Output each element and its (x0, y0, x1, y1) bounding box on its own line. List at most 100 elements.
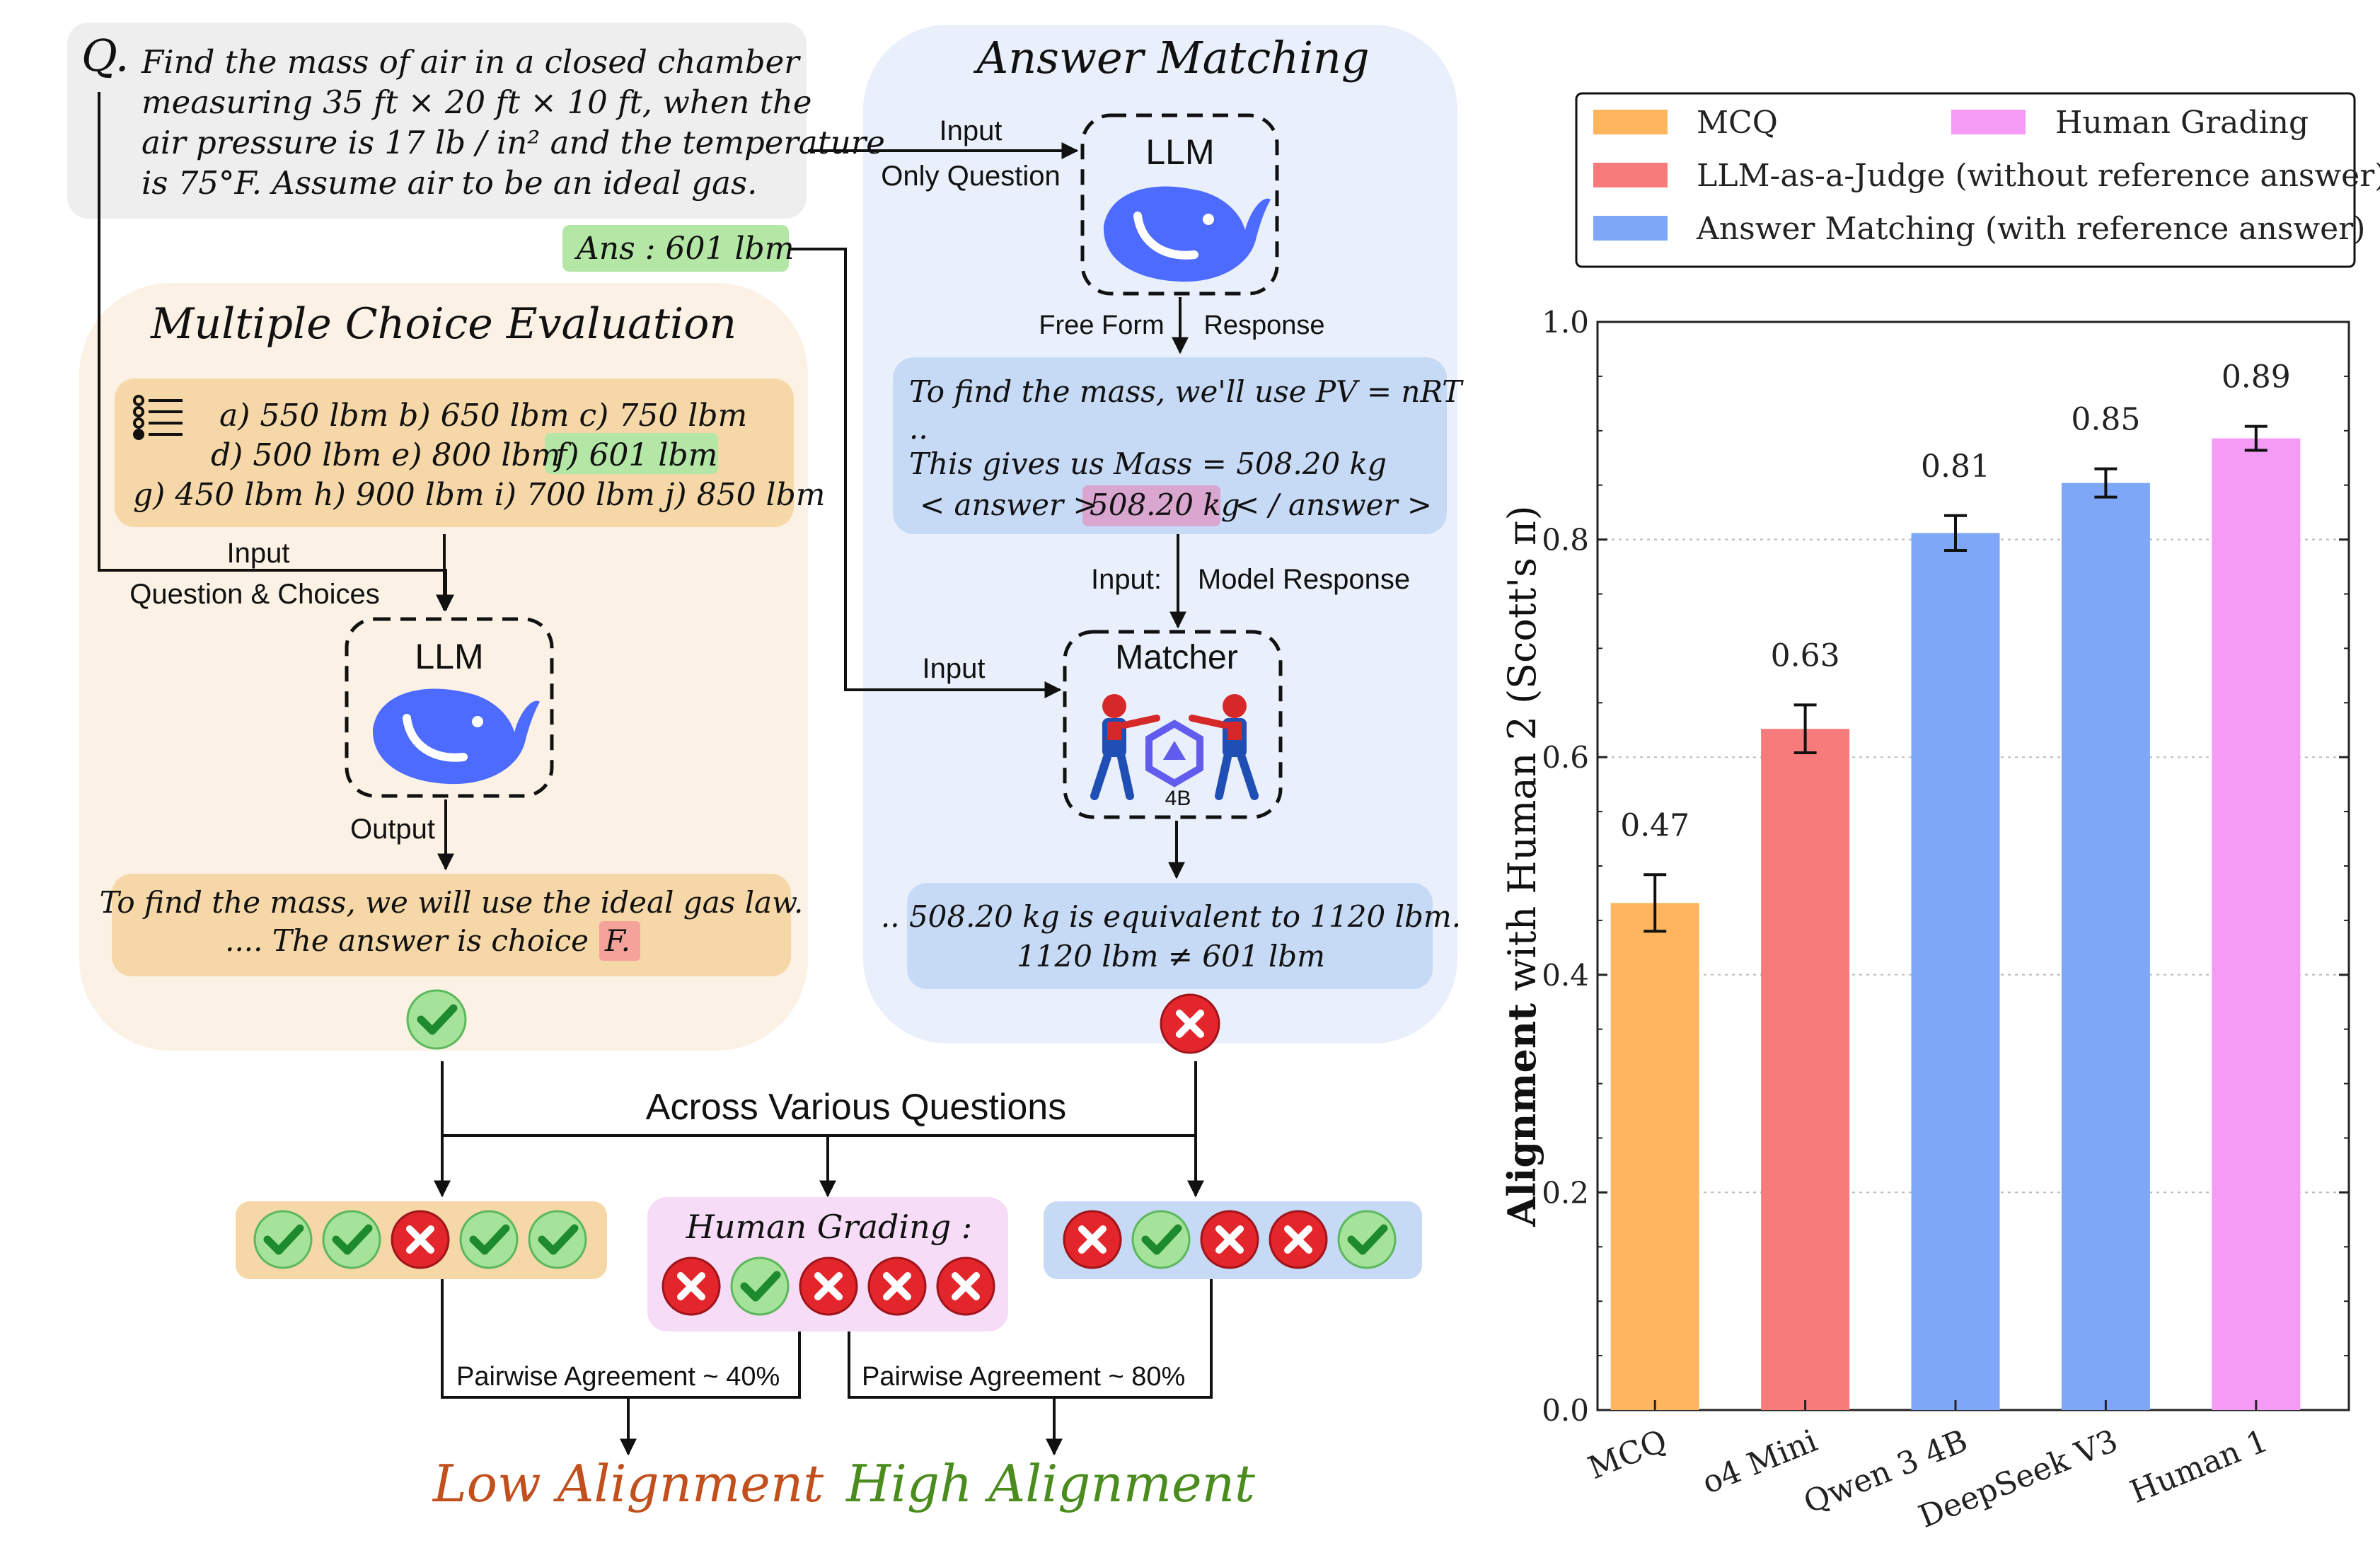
mcq-title: Multiple Choice Evaluation (150, 299, 736, 349)
cross-icon (936, 1257, 995, 1316)
check-icon (1337, 1210, 1397, 1269)
y-axis-label: Alignment with Human 2 (Scott's π) (1499, 505, 1544, 1227)
whale-logo-icon (372, 688, 540, 785)
qwen-logo-icon (1145, 720, 1203, 787)
chart-legend: MCQ Human Grading LLM-as-a-Judge (withou… (1575, 92, 2380, 268)
am-llm-box (1080, 113, 1279, 296)
cross-icon (1063, 1210, 1122, 1269)
cross-icon (662, 1257, 721, 1316)
legend-label-human: Human Grading (2055, 105, 2309, 141)
legend-swatch-mcq (1593, 110, 1668, 134)
human-grading-label: Human Grading : (686, 1208, 973, 1246)
x-tick-label: MCQ (1583, 1423, 1673, 1486)
question-line-2: measuring 35 ft × 20 ft × 10 ft, when th… (141, 83, 811, 121)
check-icon (253, 1210, 313, 1269)
value-label: 0.89 (2222, 359, 2291, 395)
matcher-input-label: Input (923, 653, 986, 684)
resp-line-1: To find the mass, we'll use PV = nRT (909, 374, 1464, 409)
mcq-input-label: Input (227, 538, 290, 569)
connector-arrows (98, 92, 1213, 1456)
resp-line-4a: < answer > (920, 487, 1098, 522)
matcher-label: Matcher (1115, 639, 1237, 676)
choices-line-2b: f) 601 lbm (553, 437, 717, 473)
pairwise-high-label: Pairwise Agreement ~ 80% (862, 1362, 1185, 1392)
correct-choice-highlight (545, 433, 718, 474)
cross-icon (1200, 1210, 1259, 1269)
question-prefix: Q. (81, 30, 129, 81)
bar (1911, 533, 2000, 1410)
cross-icon (799, 1257, 858, 1316)
question-line-3: air pressure is 17 lb / in² and the temp… (141, 124, 885, 161)
pointing-figures-icon (1090, 694, 1259, 800)
check-icon (730, 1257, 790, 1316)
value-label: 0.81 (1921, 449, 1990, 485)
model-response-label: Model Response (1198, 564, 1410, 595)
am-result-box (907, 883, 1433, 989)
response-answer-highlight (1082, 485, 1220, 526)
bar (2212, 438, 2301, 1411)
legend-label-am: Answer Matching (with reference answer) (1696, 211, 2365, 247)
mcq-check-icon (406, 989, 467, 1050)
check-icon (459, 1210, 519, 1269)
am-response-box (893, 357, 1447, 534)
am-marks-row (1063, 1210, 1397, 1269)
y-tick-label: 0.6 (1542, 740, 1589, 775)
mcq-llm-label: LLM (415, 637, 483, 676)
low-alignment-label: Low Alignment (432, 1454, 824, 1513)
cross-icon (1269, 1210, 1328, 1269)
check-icon (1131, 1210, 1191, 1269)
y-tick-label: 1.0 (1542, 305, 1589, 340)
am-cross-icon (1160, 993, 1220, 1054)
mcq-answer-highlight (599, 921, 640, 961)
am-title: Answer Matching (973, 32, 1369, 83)
am-llm-label: LLM (1145, 132, 1214, 172)
result-line-1: .. 508.20 kg is equivalent to 1120 lbm. (881, 899, 1461, 934)
mcq-marks-row (253, 1210, 587, 1269)
result-line-2: 1120 lbm ≠ 601 lbm (1017, 939, 1325, 974)
check-icon (528, 1210, 587, 1269)
question-box (67, 23, 807, 219)
answer-tag-bg (562, 225, 789, 272)
value-label: 0.63 (1771, 637, 1840, 674)
resp-line-4b: < / answer > (1235, 487, 1432, 522)
y-tick-label: 0.0 (1542, 1393, 1589, 1428)
legend-label-mcq: MCQ (1697, 105, 1778, 141)
mcq-output-label: Output (350, 814, 435, 845)
am-input-sublabel: Only Question (881, 161, 1060, 192)
bar (1610, 903, 1699, 1410)
resp-line-3: This gives us Mass = 508.20 kg (909, 446, 1387, 481)
check-icon (322, 1210, 381, 1269)
mcq-input-sublabel: Question & Choices (129, 579, 380, 610)
matcher-size: 4B (1165, 787, 1191, 810)
input-model-label: Input: (1091, 564, 1162, 595)
list-icon (133, 395, 183, 440)
x-tick-label: Human 1 (2125, 1423, 2273, 1511)
legend-frame (1575, 92, 2356, 268)
mcq-output-line-1: To find the mass, we will use the ideal … (100, 885, 804, 920)
choices-line-3: g) 450 lbm h) 900 lbm i) 700 lbm j) 850 … (133, 477, 826, 513)
resp-line-2: .. (909, 411, 928, 446)
cross-icon (391, 1210, 450, 1269)
value-label: 0.85 (2071, 402, 2140, 438)
legend-swatch-am (1593, 216, 1668, 241)
bar (2061, 483, 2150, 1410)
free-form-label: Free Form (1039, 311, 1164, 340)
question-line-1: Find the mass of air in a closed chamber (141, 43, 801, 81)
legend-label-judge: LLM-as-a-Judge (without reference answer… (1697, 158, 2380, 194)
value-label: 0.47 (1620, 807, 1689, 843)
mcq-output-choice: F. (604, 923, 630, 958)
am-input-label: Input (940, 115, 1003, 146)
bar (1761, 729, 1850, 1410)
legend-swatch-human (1951, 110, 2026, 134)
question-line-4: is 75°F. Assume air to be an ideal gas. (141, 164, 757, 202)
response-label: Response (1203, 311, 1324, 340)
matcher-box (1063, 630, 1283, 819)
choices-line-1: a) 550 lbm b) 650 lbm c) 750 lbm (219, 398, 747, 434)
legend-swatch-judge (1593, 163, 1668, 187)
y-tick-label: 0.4 (1542, 958, 1589, 993)
y-tick-label: 0.2 (1542, 1175, 1589, 1210)
choices-line-2a: d) 500 lbm e) 800 lbm (211, 437, 560, 473)
y-tick-label: 0.8 (1542, 523, 1589, 558)
